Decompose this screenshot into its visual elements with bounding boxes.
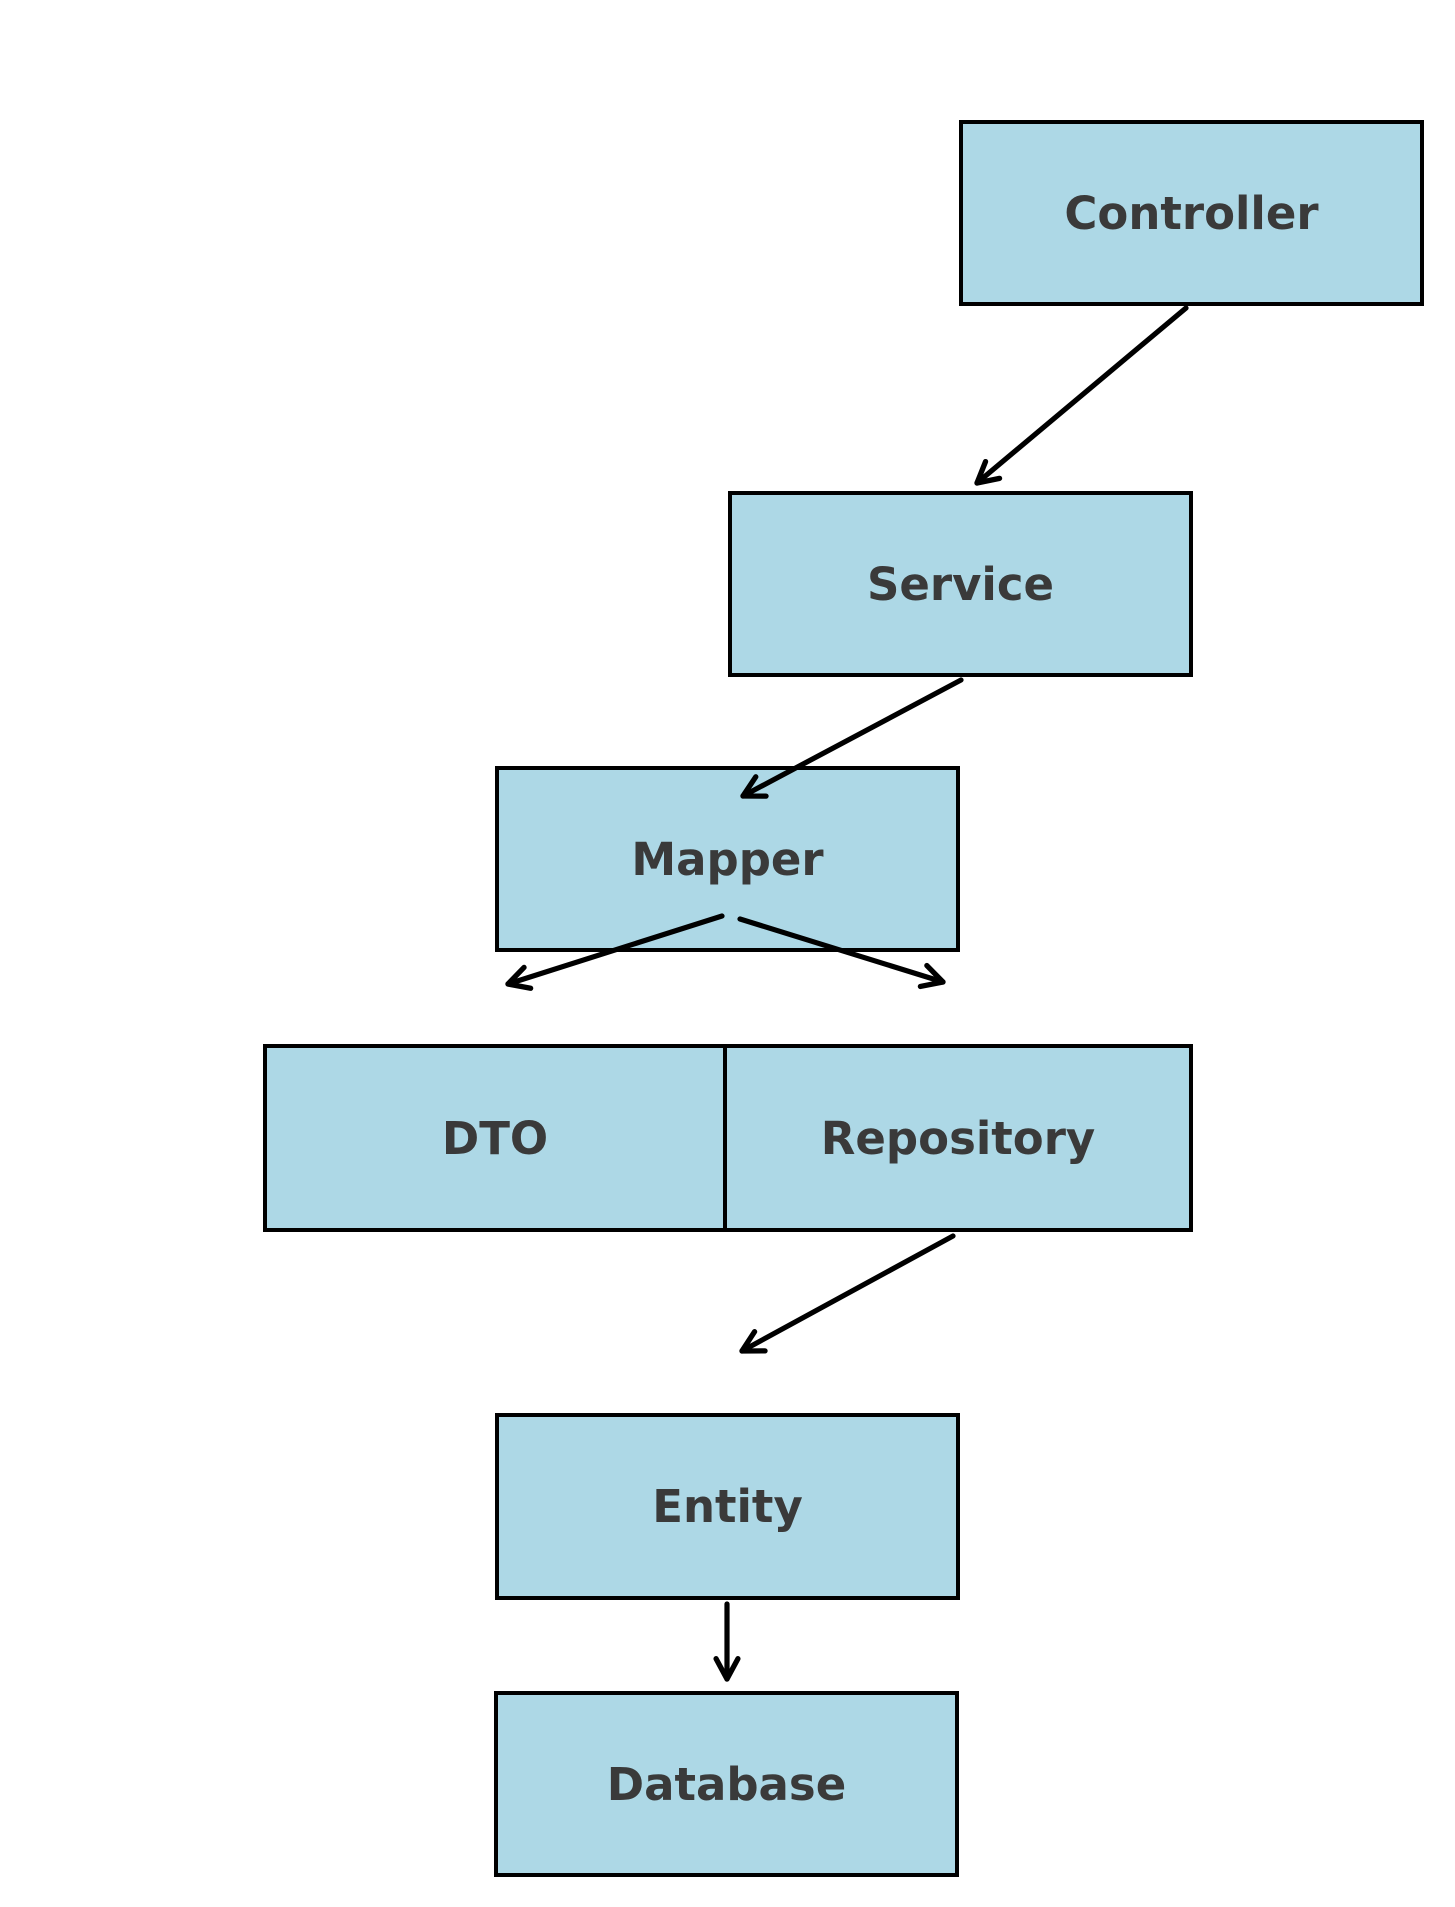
node-dto-label: DTO (441, 1111, 549, 1165)
node-database-label: Database (606, 1757, 847, 1811)
node-dto: DTO (263, 1044, 727, 1232)
node-database: Database (494, 1691, 959, 1877)
arrow-controller-to-service (974, 305, 1189, 486)
node-controller: Controller (959, 120, 1424, 306)
node-controller-label: Controller (1064, 186, 1319, 240)
node-service: Service (728, 491, 1193, 677)
node-entity-label: Entity (652, 1480, 803, 1533)
node-entity: Entity (495, 1413, 960, 1600)
node-mapper-label: Mapper (631, 832, 824, 886)
node-mapper: Mapper (495, 766, 960, 952)
node-repository-label: Repository (820, 1111, 1096, 1165)
node-service-label: Service (866, 557, 1055, 611)
node-repository: Repository (723, 1044, 1193, 1232)
arrow-repository-to-entity (739, 1233, 956, 1354)
